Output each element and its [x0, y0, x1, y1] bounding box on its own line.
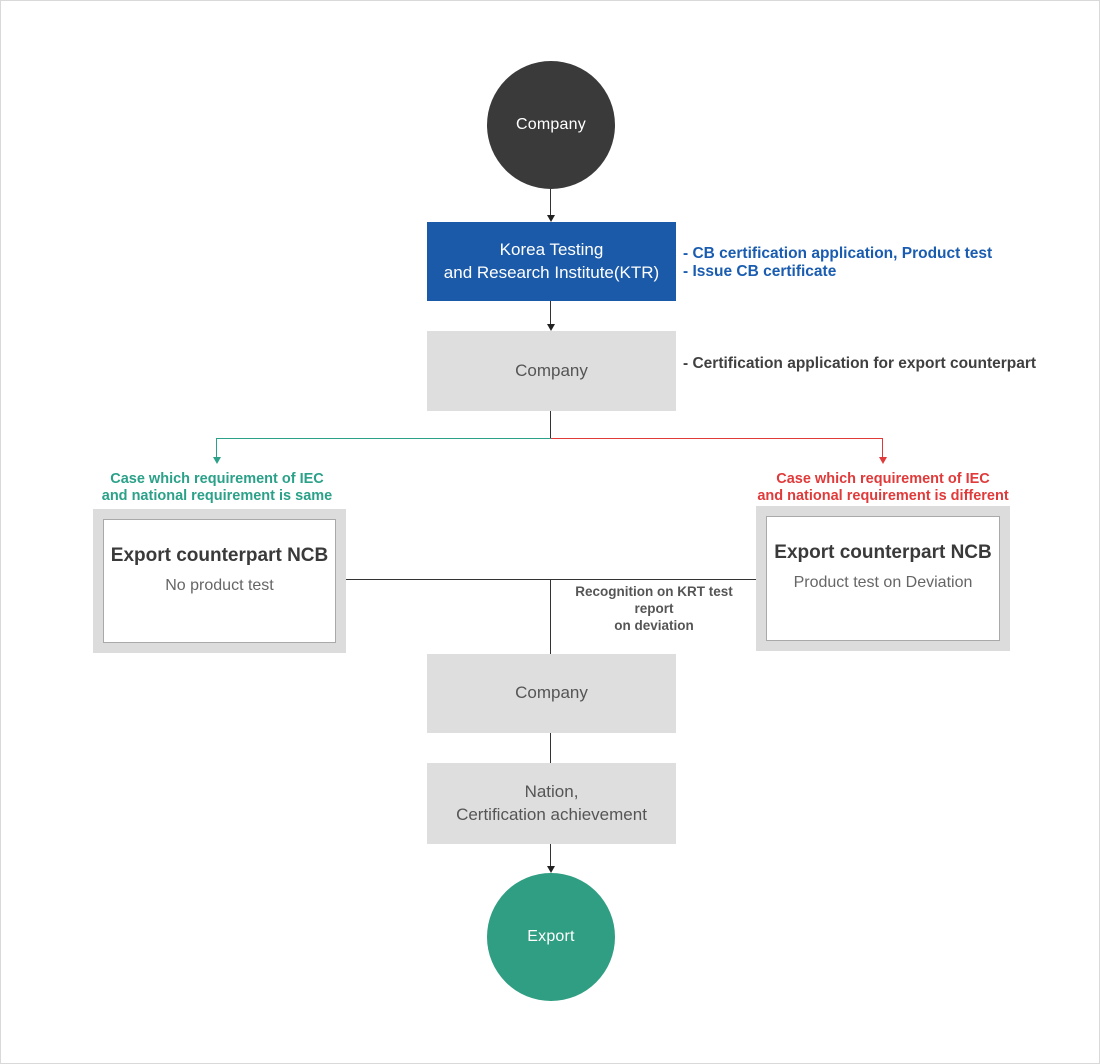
arrow-down-icon — [547, 215, 555, 222]
nation-box-line2: Certification achievement — [456, 804, 647, 824]
company-box-2-label: Company — [515, 683, 588, 703]
branch-right-stem — [882, 438, 883, 458]
company-box-label: Company — [515, 360, 588, 380]
arrow-down-green-icon — [213, 457, 221, 464]
ktr-annotation-line1: - CB certification application, Product … — [683, 245, 993, 262]
branch-line-right — [551, 438, 882, 439]
company-annotation-text: - Certification application for export c… — [683, 355, 1037, 372]
branch-left-caption-line2: and national requirement is same — [101, 487, 333, 504]
merge-line — [346, 579, 756, 580]
right-ncb-title: Export counterpart NCB — [774, 542, 992, 563]
branch-line-left — [216, 438, 551, 439]
left-ncb-box: Export counterpart NCB No product test — [93, 509, 346, 653]
nation-box: Nation, Certification achievement — [427, 763, 676, 844]
branch-right-caption: Case which requirement of IEC and nation… — [748, 471, 1018, 504]
right-ncb-box: Export counterpart NCB Product test on D… — [756, 506, 1010, 651]
recognition-note-line1: Recognition on KRT test report — [575, 584, 733, 616]
branch-left-caption: Case which requirement of IEC and nation… — [82, 471, 352, 504]
connector-line — [550, 301, 551, 325]
company-annotation: - Certification application for export c… — [683, 355, 1036, 373]
right-ncb-subtitle: Product test on Deviation — [793, 573, 973, 591]
recognition-note-line2: on deviation — [614, 617, 694, 633]
ktr-annotation: - CB certification application, Product … — [683, 245, 992, 282]
branch-left-caption-line1: Case which requirement of IEC — [110, 471, 324, 487]
right-ncb-panel: Export counterpart NCB Product test on D… — [766, 516, 1000, 641]
recognition-note: Recognition on KRT test report on deviat… — [559, 584, 749, 635]
ktr-box-line1: Korea Testing — [499, 239, 604, 259]
branch-left-stem — [216, 438, 217, 458]
company-box: Company — [427, 331, 676, 411]
nation-box-line1: Nation, — [524, 781, 579, 801]
connector-line — [550, 579, 551, 654]
left-ncb-panel: Export counterpart NCB No product test — [103, 519, 336, 643]
connector-line — [550, 189, 551, 216]
company-start-label: Company — [516, 116, 586, 133]
connector-line — [550, 844, 551, 867]
connector-line — [550, 733, 551, 763]
arrow-down-icon — [547, 324, 555, 331]
ktr-box: Korea Testing and Research Institute(KTR… — [427, 222, 676, 301]
export-end-label: Export — [527, 928, 575, 945]
company-box-2: Company — [427, 654, 676, 733]
arrow-down-red-icon — [879, 457, 887, 464]
left-ncb-subtitle: No product test — [165, 576, 274, 594]
connector-line — [550, 411, 551, 439]
branch-right-caption-line1: Case which requirement of IEC — [776, 471, 990, 487]
arrow-down-icon — [547, 866, 555, 873]
ktr-box-line2: and Research Institute(KTR) — [443, 262, 660, 282]
ktr-annotation-line2: - Issue CB certificate — [683, 263, 837, 281]
company-start-circle: Company — [487, 61, 615, 189]
export-end-circle: Export — [487, 873, 615, 1001]
branch-right-caption-line2: and national requirement is different — [757, 487, 1009, 504]
left-ncb-title: Export counterpart NCB — [110, 545, 329, 566]
